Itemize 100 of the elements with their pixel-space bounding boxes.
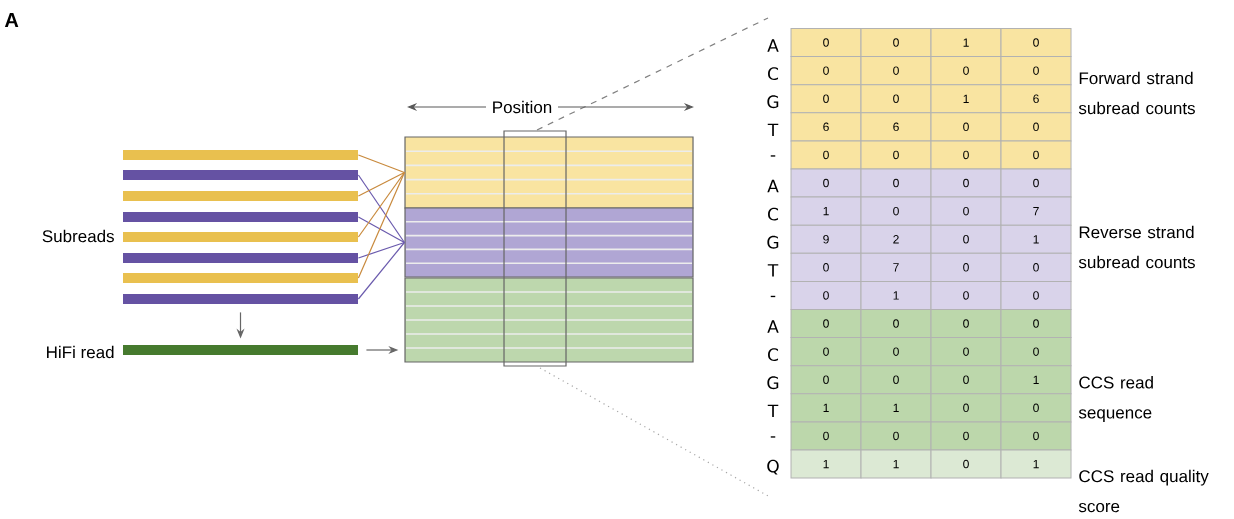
base-letter: G <box>767 235 779 249</box>
base-letter: - <box>770 155 776 157</box>
table-cell: 1 <box>860 280 932 310</box>
table-cell: 0 <box>1000 393 1072 423</box>
table-cell: 0 <box>930 112 1002 142</box>
table-cell: 1 <box>1000 365 1072 395</box>
axis-label: Position <box>493 100 552 114</box>
table-cell: 0 <box>860 309 932 339</box>
connector-line <box>357 171 405 279</box>
base-letter: - <box>770 295 776 298</box>
annotation-text: CCS read quality score <box>1078 469 1209 513</box>
table-cell: 0 <box>930 309 1002 339</box>
matrix-band <box>404 207 694 278</box>
table-cell: 0 <box>790 28 862 58</box>
base-letter: - <box>770 436 776 438</box>
subread-bar <box>123 212 358 222</box>
table-cell: 0 <box>860 56 932 86</box>
subread-bar <box>123 191 358 201</box>
table-cell: 0 <box>930 224 1002 254</box>
table-cell: 0 <box>860 337 932 367</box>
subread-bar <box>123 170 358 180</box>
table-cell: 0 <box>790 252 862 282</box>
row-label: HiFi read <box>47 345 114 359</box>
table-cell: 0 <box>930 337 1002 367</box>
table-cell: 0 <box>790 365 862 395</box>
table-cell: 0 <box>860 84 932 114</box>
table-cell: 0 <box>930 421 1002 451</box>
base-letter: Q <box>767 459 779 475</box>
connector-line <box>357 171 405 197</box>
table-cell: 0 <box>930 196 1002 226</box>
connector-line <box>357 241 405 300</box>
table-cell: 0 <box>930 449 1002 479</box>
table-cell: 0 <box>790 421 862 451</box>
table-cell: 6 <box>1000 84 1072 114</box>
table-cell: 0 <box>1000 252 1072 282</box>
base-letter: T <box>767 264 779 277</box>
matrix-band <box>404 136 694 209</box>
base-letter: C <box>768 348 779 362</box>
table-cell: 0 <box>860 140 932 170</box>
table-cell: 0 <box>1000 28 1072 58</box>
selection-window <box>503 130 567 367</box>
table-cell: 7 <box>1000 196 1072 226</box>
table-cell: 1 <box>930 28 1002 58</box>
subread-bar <box>123 273 358 283</box>
table-cell: 6 <box>790 112 862 142</box>
connector-line <box>357 154 405 174</box>
table-cell: 0 <box>1000 309 1072 339</box>
subread-bar <box>123 253 358 263</box>
table-cell: 0 <box>1000 112 1072 142</box>
table-cell: 1 <box>790 393 862 423</box>
base-letter: T <box>767 123 779 137</box>
table-cell: 0 <box>930 365 1002 395</box>
annotation-text: Reverse strand subread counts <box>1078 225 1195 269</box>
table-cell: 7 <box>860 252 932 282</box>
table-cell: 0 <box>860 168 932 198</box>
table-cell: 0 <box>790 84 862 114</box>
table-cell: 1 <box>860 449 932 479</box>
base-letter: A <box>767 179 779 193</box>
table-cell: 1 <box>1000 224 1072 254</box>
subread-bar <box>123 232 358 242</box>
table-cell: 1 <box>930 84 1002 114</box>
base-letter: C <box>768 207 779 221</box>
table-cell: 0 <box>790 56 862 86</box>
table-cell: 0 <box>930 168 1002 198</box>
table-cell: 1 <box>790 196 862 226</box>
table-cell: 0 <box>1000 168 1072 198</box>
base-letter: G <box>767 95 779 109</box>
table-cell: 0 <box>790 280 862 310</box>
table-cell: 0 <box>1000 140 1072 170</box>
table-cell: 9 <box>790 224 862 254</box>
row-label: Subreads <box>42 229 114 243</box>
base-letter: A <box>767 320 779 333</box>
table-cell: 0 <box>1000 280 1072 310</box>
table-cell: 0 <box>860 28 932 58</box>
table-cell: 0 <box>1000 337 1072 367</box>
annotation-text: CCS read sequence <box>1078 376 1153 422</box>
table-cell: 0 <box>930 140 1002 170</box>
table-cell: 0 <box>790 337 862 367</box>
table-cell: 0 <box>930 252 1002 282</box>
table-cell: 0 <box>860 421 932 451</box>
annotation-text: Forward strand subread counts <box>1078 71 1195 115</box>
read-bar <box>123 345 358 355</box>
connector-line <box>357 216 405 244</box>
table-cell: 0 <box>930 393 1002 423</box>
base-letter: G <box>767 376 779 390</box>
subread-bar <box>123 150 358 160</box>
table-cell: 0 <box>860 365 932 395</box>
table-cell: 0 <box>790 140 862 170</box>
connector-line <box>357 241 405 259</box>
table-cell: 0 <box>860 196 932 226</box>
table-cell: 6 <box>860 112 932 142</box>
table-cell: 0 <box>790 168 862 198</box>
table-cell: 0 <box>790 309 862 339</box>
base-letter: C <box>768 67 779 81</box>
table-cell: 0 <box>930 56 1002 86</box>
table-cell: 2 <box>860 224 932 254</box>
subread-bar <box>123 294 358 304</box>
table-cell: 1 <box>1000 449 1072 479</box>
table-cell: 1 <box>860 393 932 423</box>
table-cell: 0 <box>1000 421 1072 451</box>
